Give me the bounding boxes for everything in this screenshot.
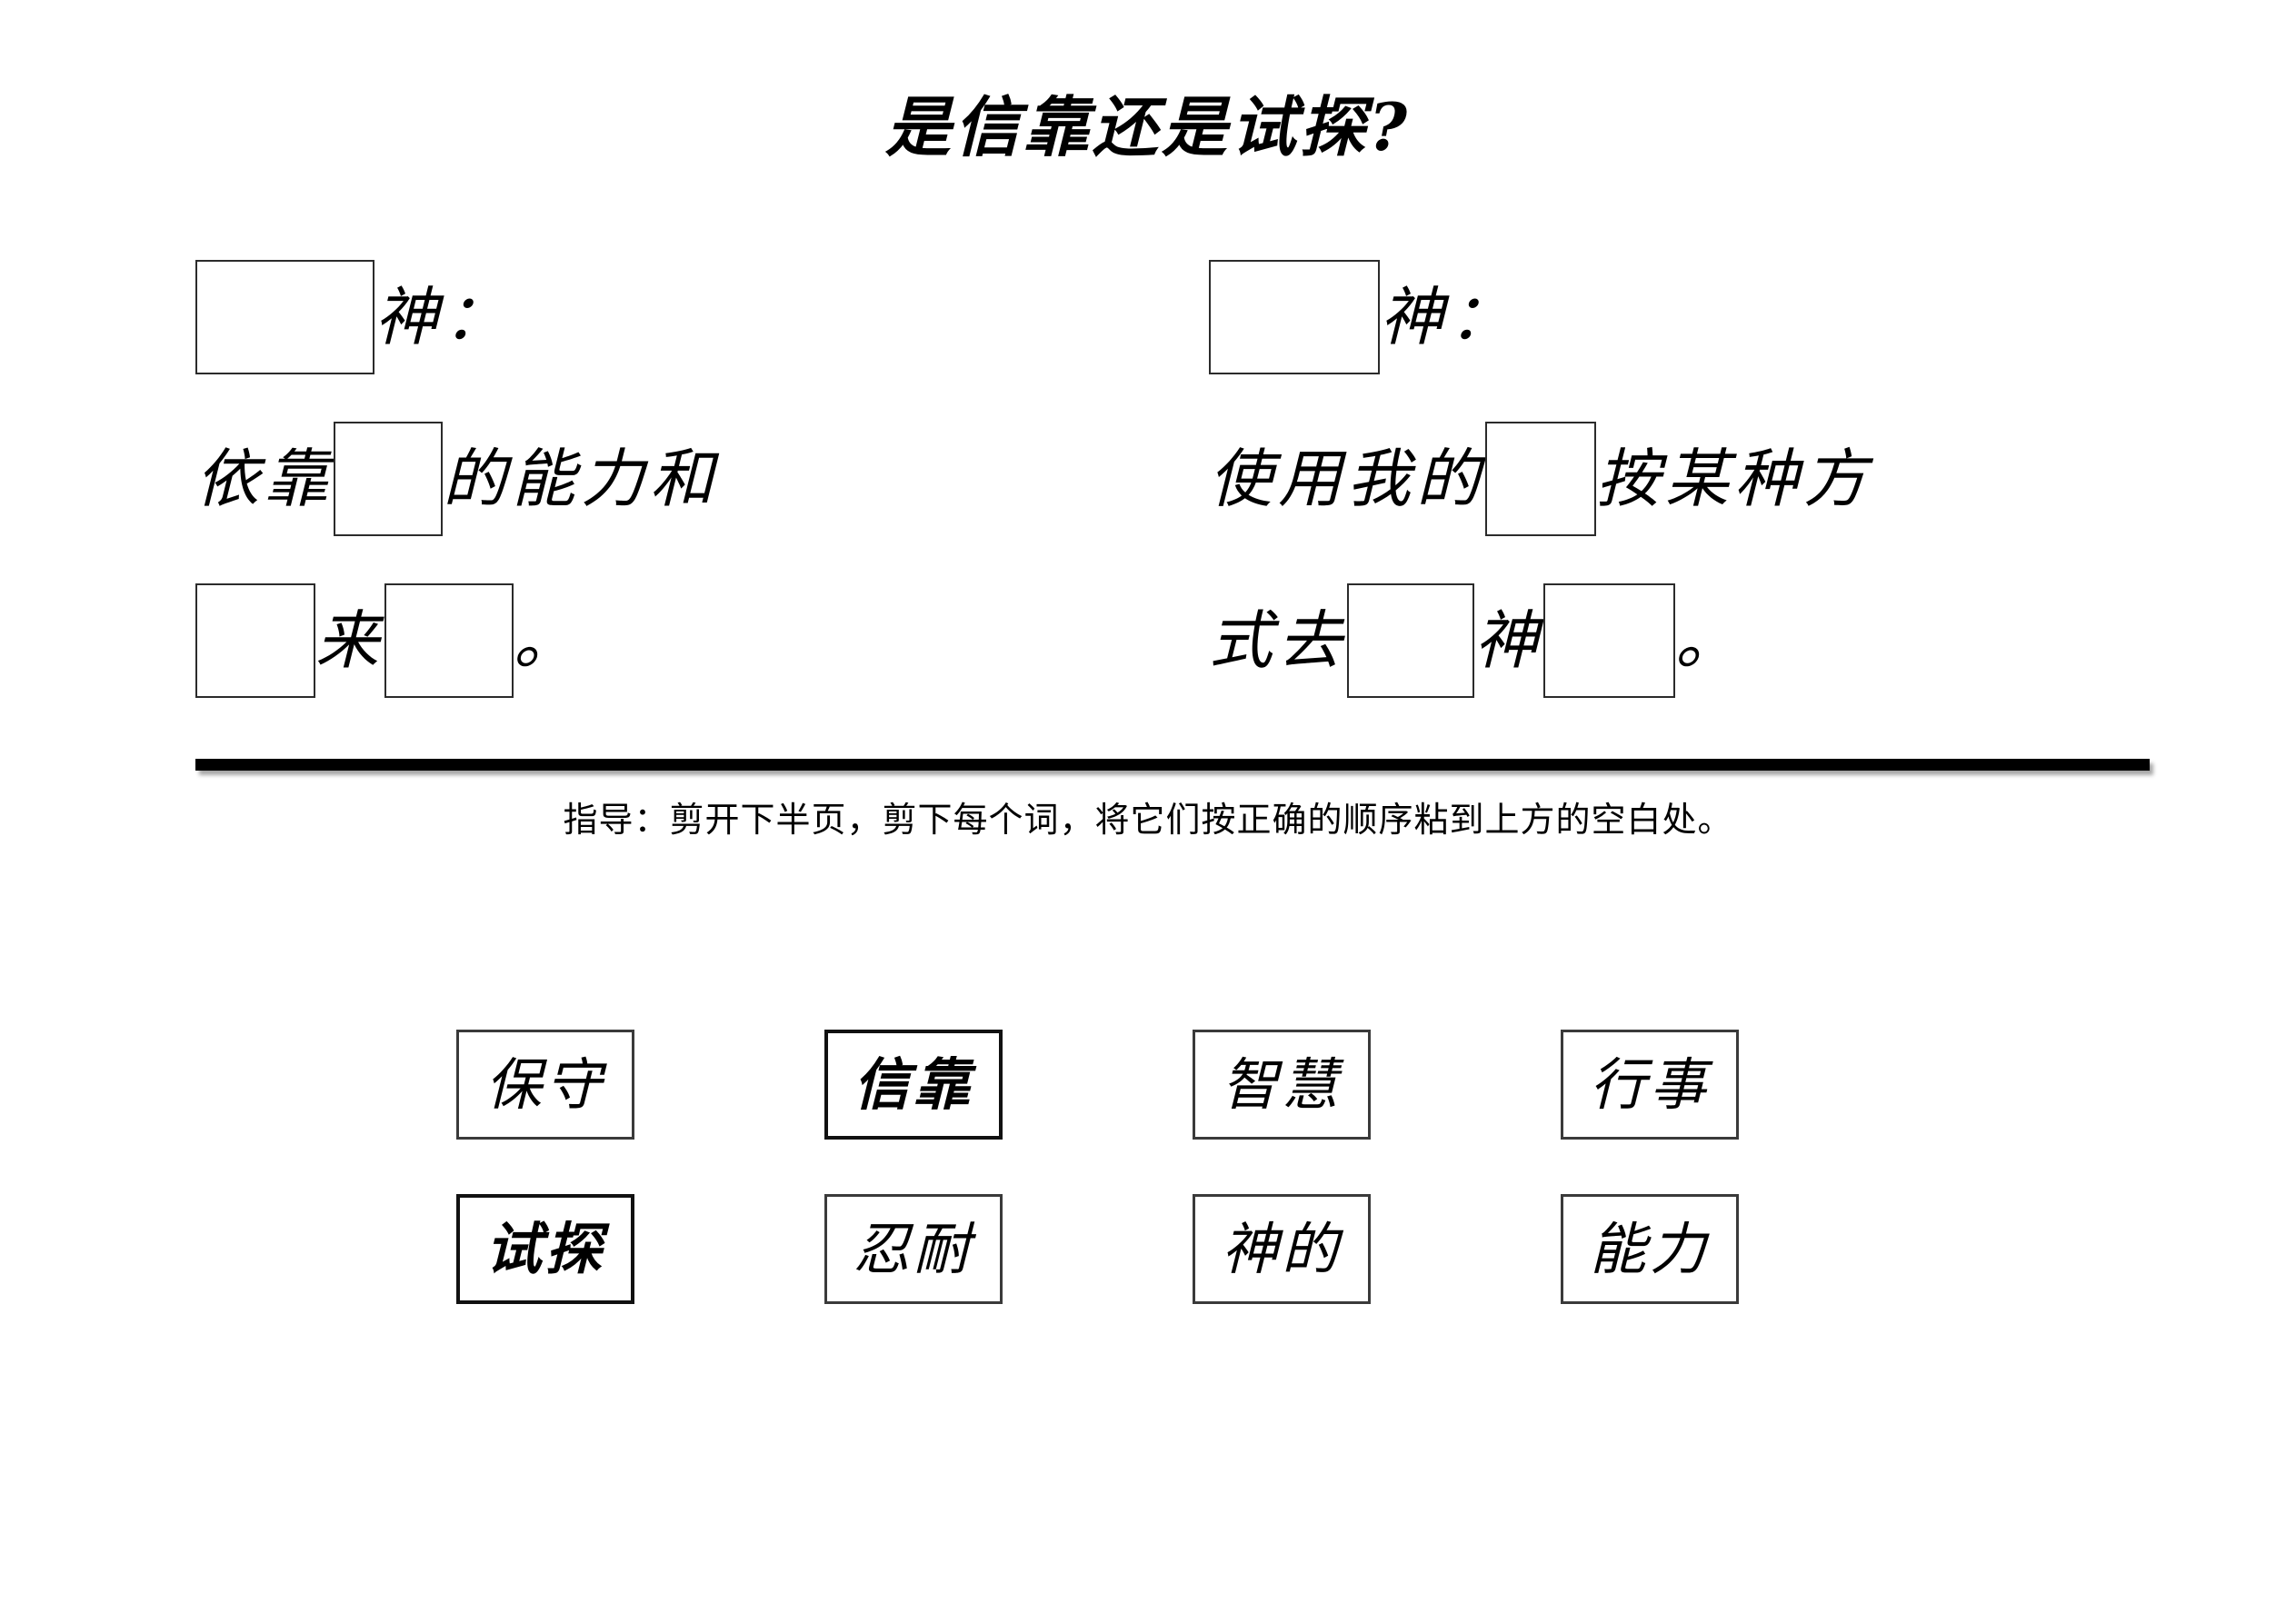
left-line-1: 神： bbox=[195, 236, 1195, 398]
cut-line-divider bbox=[195, 759, 2150, 771]
blank-box-left-1[interactable] bbox=[195, 260, 374, 374]
word-card[interactable]: 智慧 bbox=[1193, 1030, 1371, 1140]
word-card-grid: 保守 信靠 智慧 行事 试探 忍耐 神的 能力 bbox=[456, 1030, 1929, 1359]
left-line-2-prefix: 依靠 bbox=[195, 442, 334, 516]
card-row-2: 试探 忍耐 神的 能力 bbox=[456, 1194, 1929, 1359]
left-line-2-suffix: 的能力和 bbox=[443, 442, 719, 516]
page-title: 是信靠还是试探? bbox=[884, 88, 1412, 165]
card-cell: 神的 bbox=[1193, 1194, 1561, 1304]
left-line-3-period: 。 bbox=[514, 603, 579, 678]
word-card[interactable]: 信靠 bbox=[824, 1030, 1003, 1140]
word-card[interactable]: 神的 bbox=[1193, 1194, 1371, 1304]
card-cell: 信靠 bbox=[824, 1030, 1193, 1140]
instruction-text: 指导：剪开下半页，剪下每个词，将它们按正确的顺序粘到上方的空白处。 bbox=[563, 800, 1733, 840]
card-cell: 智慧 bbox=[1193, 1030, 1561, 1140]
card-cell: 保守 bbox=[456, 1030, 824, 1140]
right-line-1-text: 神： bbox=[1380, 280, 1518, 354]
left-line-3: 来 。 bbox=[195, 560, 1195, 722]
blank-box-right-3[interactable] bbox=[1347, 583, 1474, 698]
blank-box-left-3[interactable] bbox=[195, 583, 315, 698]
blank-box-left-2[interactable] bbox=[334, 422, 443, 536]
right-line-2-suffix: 按某种方 bbox=[1596, 442, 1872, 516]
left-statement-column: 神： 依靠 的能力和 来 。 bbox=[195, 236, 1195, 722]
card-cell: 行事 bbox=[1561, 1030, 1929, 1140]
right-line-3-period: 。 bbox=[1675, 603, 1741, 678]
blank-box-right-4[interactable] bbox=[1543, 583, 1675, 698]
right-line-1: 神： bbox=[1209, 236, 2209, 398]
left-line-2: 依靠 的能力和 bbox=[195, 398, 1195, 560]
word-card[interactable]: 行事 bbox=[1561, 1030, 1739, 1140]
fill-in-area: 神： 依靠 的能力和 来 。 神： 使用我的 按某种方 式去 神 bbox=[0, 236, 2296, 745]
word-card[interactable]: 能力 bbox=[1561, 1194, 1739, 1304]
left-line-1-text: 神： bbox=[374, 280, 513, 354]
card-cell: 忍耐 bbox=[824, 1194, 1193, 1304]
blank-box-right-1[interactable] bbox=[1209, 260, 1380, 374]
blank-box-right-2[interactable] bbox=[1485, 422, 1596, 536]
right-line-2-prefix: 使用我的 bbox=[1209, 442, 1485, 516]
blank-box-left-4[interactable] bbox=[384, 583, 514, 698]
right-line-2: 使用我的 按某种方 bbox=[1209, 398, 2209, 560]
right-line-3-middle: 神 bbox=[1474, 603, 1543, 678]
right-line-3: 式去 神 。 bbox=[1209, 560, 2209, 722]
card-row-1: 保守 信靠 智慧 行事 bbox=[456, 1030, 1929, 1194]
left-line-3-middle: 来 bbox=[315, 603, 384, 678]
right-statement-column: 神： 使用我的 按某种方 式去 神 。 bbox=[1209, 236, 2209, 722]
card-cell: 能力 bbox=[1561, 1194, 1929, 1304]
word-card[interactable]: 试探 bbox=[456, 1194, 634, 1304]
right-line-3-prefix: 式去 bbox=[1209, 603, 1347, 678]
word-card[interactable]: 保守 bbox=[456, 1030, 634, 1140]
word-card[interactable]: 忍耐 bbox=[824, 1194, 1003, 1304]
card-cell: 试探 bbox=[456, 1194, 824, 1304]
